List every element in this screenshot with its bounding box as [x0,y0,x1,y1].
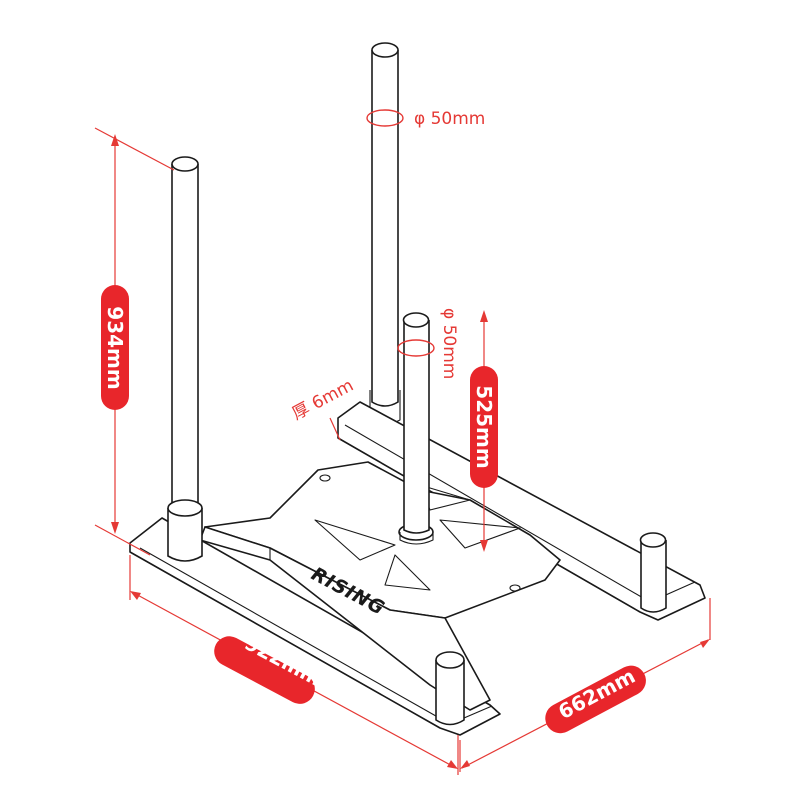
height-pill [101,285,129,410]
right-rear-sleeve [639,532,667,613]
length-pill [214,636,315,704]
height-label: 934mm [103,306,127,389]
top-post-diameter-label: φ 50mm [414,109,485,129]
left-front-sleeve [435,651,465,726]
base-plate [199,461,561,711]
center-post-dimension: 525mm [470,310,498,552]
width-pill [545,665,646,734]
center-post [398,312,434,545]
center-post-diameter: φ 50mm [397,308,459,379]
center-post-label: 525mm [472,385,496,468]
height-dimension: 934mm [94,127,175,556]
top-post-diameter: φ 50mm [366,109,485,129]
center-post-pill [470,366,498,488]
rear-tall-post [369,42,401,425]
width-dimension: 662mm [459,598,711,772]
left-tall-post [167,156,203,562]
center-post-diameter-label: φ 50mm [439,308,459,379]
